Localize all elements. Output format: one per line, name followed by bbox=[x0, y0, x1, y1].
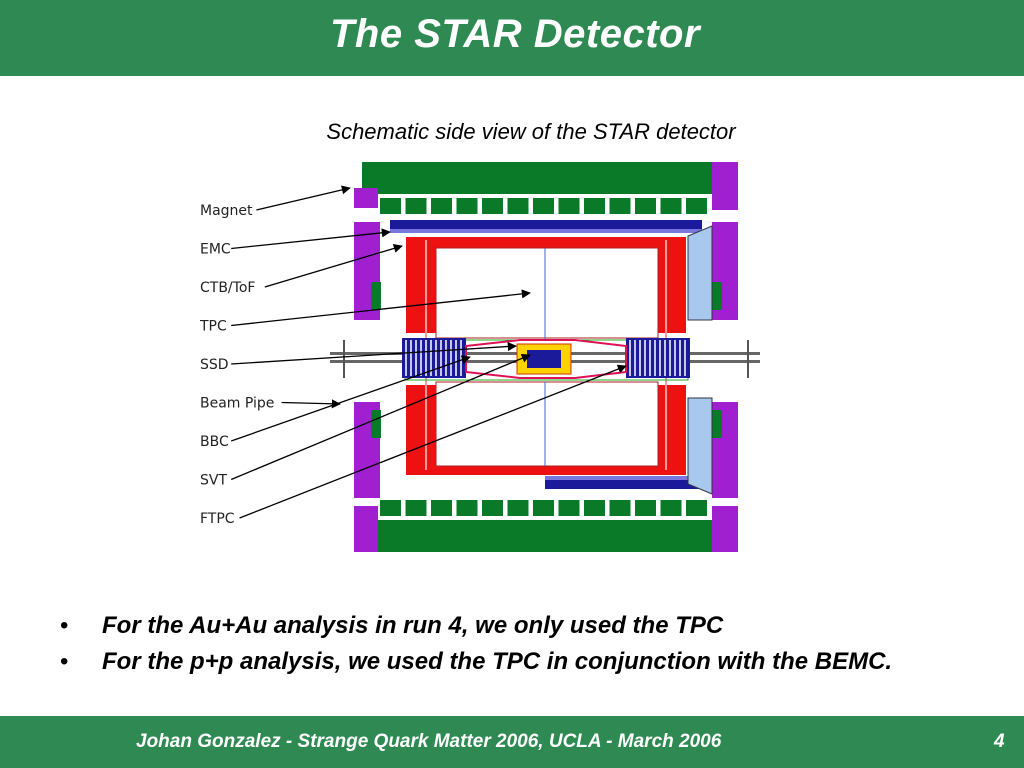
label-arrow bbox=[231, 341, 517, 365]
svt-ssd bbox=[465, 339, 627, 379]
magnet-coil bbox=[482, 500, 503, 516]
label-arrow bbox=[231, 289, 531, 327]
label-arrow bbox=[239, 364, 627, 519]
diagram-label: Beam Pipe bbox=[200, 396, 274, 412]
title-bar bbox=[0, 0, 1024, 76]
magnet-coil bbox=[686, 198, 707, 214]
magnet-coil bbox=[380, 198, 401, 214]
magnet-coil bbox=[507, 500, 529, 516]
diagram-label: TPC bbox=[199, 319, 227, 335]
diagram-label: FTPC bbox=[200, 511, 235, 527]
bullet-dot: • bbox=[60, 612, 69, 639]
magnet-coil bbox=[558, 198, 580, 214]
diagram-label: BBC bbox=[200, 434, 229, 450]
magnet-coil bbox=[558, 500, 580, 516]
diagram-caption: Schematic side view of the STAR detector bbox=[326, 119, 736, 144]
magnet-coil bbox=[405, 198, 427, 214]
bullet-dot: • bbox=[60, 648, 69, 675]
footer-text: Johan Gonzalez - Strange Quark Matter 20… bbox=[136, 731, 722, 752]
bullet-item: • For the p+p analysis, we used the TPC … bbox=[60, 648, 980, 676]
magnet-coil bbox=[609, 500, 631, 516]
label-arrow bbox=[230, 355, 471, 442]
magnet-coil bbox=[660, 198, 682, 214]
magnet-coil bbox=[456, 500, 478, 516]
diagram-label: SSD bbox=[200, 357, 229, 373]
magnet-coil bbox=[686, 500, 707, 516]
emc-barrel bbox=[390, 220, 713, 495]
magnet-coil bbox=[635, 500, 656, 516]
magnet-coil bbox=[431, 500, 452, 516]
magnet-coil bbox=[482, 198, 503, 214]
label-arrow bbox=[230, 353, 531, 481]
slide-title: The STAR Detector bbox=[329, 12, 701, 56]
magnet-yoke bbox=[354, 162, 738, 552]
magnet-coil bbox=[660, 500, 682, 516]
diagram-label: EMC bbox=[200, 242, 231, 258]
magnet-coil bbox=[533, 500, 554, 516]
page-number: 4 bbox=[994, 731, 1005, 752]
bullet-list: • For the Au+Au analysis in run 4, we on… bbox=[60, 612, 980, 684]
label-arrow bbox=[231, 228, 391, 250]
magnet-coils bbox=[380, 198, 707, 516]
magnet-coil bbox=[507, 198, 529, 214]
magnet-coil bbox=[431, 198, 452, 214]
magnet-coil bbox=[456, 198, 478, 214]
label-arrow bbox=[281, 399, 341, 409]
diagram-label: SVT bbox=[200, 473, 227, 489]
bullet-text: For the p+p analysis, we used the TPC in… bbox=[102, 648, 893, 675]
magnet-coil bbox=[533, 198, 554, 214]
bullet-text: For the Au+Au analysis in run 4, we only… bbox=[102, 612, 724, 639]
magnet-coil bbox=[584, 198, 605, 214]
magnet-coil bbox=[405, 500, 427, 516]
tpc bbox=[406, 237, 686, 475]
diagram-label: CTB/ToF bbox=[200, 280, 255, 296]
bullet-item: • For the Au+Au analysis in run 4, we on… bbox=[60, 612, 980, 640]
diagram-label: Magnet bbox=[200, 203, 253, 219]
magnet-coil bbox=[635, 198, 656, 214]
footer-bar bbox=[0, 716, 1024, 768]
magnet-coil bbox=[584, 500, 605, 516]
label-arrow bbox=[264, 243, 403, 288]
magnet-coil bbox=[609, 198, 631, 214]
label-arrow bbox=[256, 185, 351, 211]
magnet-coil bbox=[380, 500, 401, 516]
ftpc bbox=[402, 338, 690, 378]
